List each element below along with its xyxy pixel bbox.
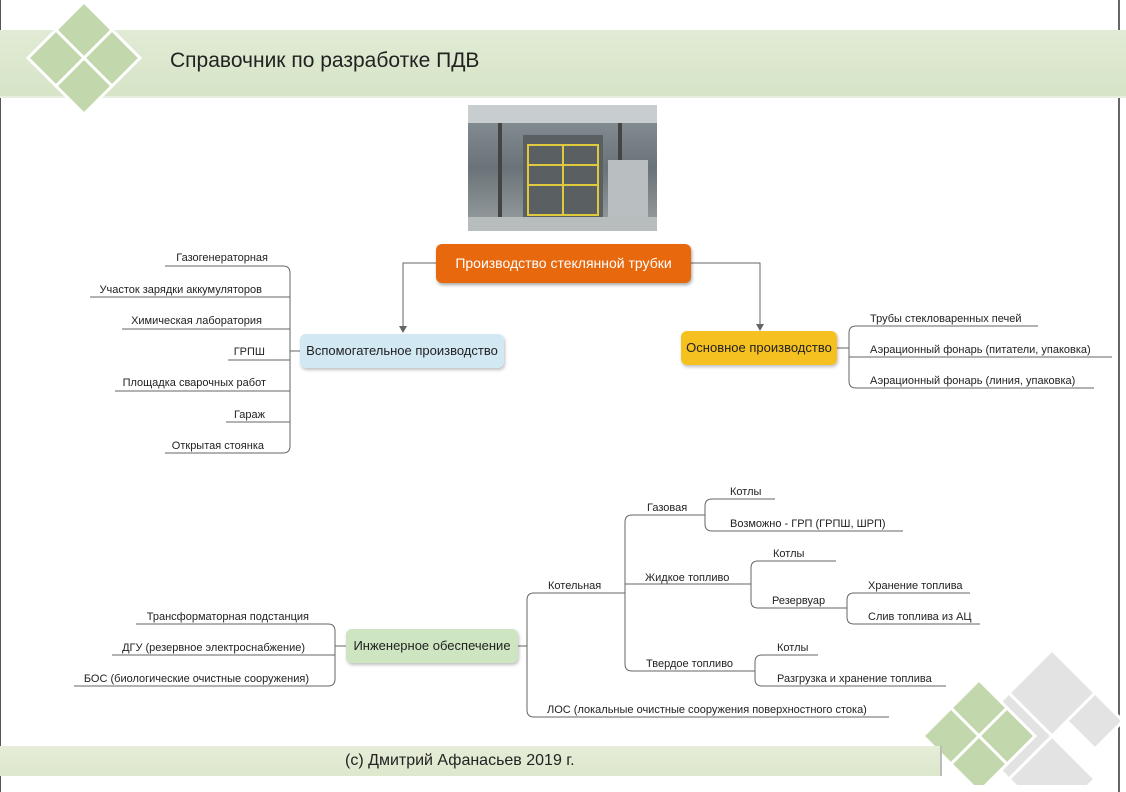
tank-leaf-unloading[interactable]: Слив топлива из АЦ: [868, 611, 972, 623]
aux-leaf-battery-charging[interactable]: Участок зарядки аккумуляторов: [99, 284, 262, 296]
main-production-node[interactable]: Основное производство: [681, 331, 837, 365]
footer-banner: [0, 746, 942, 776]
aux-leaf-grpsh[interactable]: ГРПШ: [233, 346, 265, 358]
title-diamond-logo: [25, 0, 143, 117]
aux-leaf-welding-area[interactable]: Площадка сварочных работ: [122, 377, 266, 389]
eng-leaf-dgu[interactable]: ДГУ (резервное электроснабжение): [122, 642, 305, 654]
frame-left-border: [0, 0, 1, 792]
eng-leaf-bos[interactable]: БОС (биологические очистные сооружения): [83, 673, 309, 685]
tank-node[interactable]: Резервуар: [772, 595, 826, 607]
tank-leaf-storage[interactable]: Хранение топлива: [868, 580, 963, 592]
footer-copyright: (с) Дмитрий Афанасьев 2019 г.: [345, 752, 575, 769]
main-leaf-aeration-feeders[interactable]: Аэрационный фонарь (питатели, упаковка): [870, 344, 1091, 356]
eng-leaf-transformer[interactable]: Трансформаторная подстанция: [146, 611, 309, 623]
los-leaf[interactable]: ЛОС (локальные очистные сооружения повер…: [547, 704, 867, 716]
main-leaf-aeration-line[interactable]: Аэрационный фонарь (линия, упаковка): [870, 375, 1076, 387]
aux-leaf-garage[interactable]: Гараж: [233, 409, 265, 421]
title-banner: [0, 30, 1126, 98]
solid-leaf-boilers[interactable]: Котлы: [777, 642, 809, 654]
gas-leaf-boilers[interactable]: Котлы: [730, 486, 762, 498]
corner-diamond-decoration: [925, 647, 1120, 785]
factory-photo: [468, 105, 657, 231]
root-node[interactable]: Производство стеклянной трубки: [436, 244, 691, 283]
frame-right-border: [1118, 0, 1120, 792]
gas-leaf-grp[interactable]: Возможно - ГРП (ГРПШ, ШРП): [730, 518, 886, 530]
page-title: Справочник по разработке ПДВ: [170, 49, 480, 72]
solid-fuel-node[interactable]: Твердое топливо: [646, 658, 734, 670]
solid-leaf-storage[interactable]: Разгрузка и хранение топлива: [777, 673, 932, 685]
auxiliary-production-node[interactable]: Вспомогательное производство: [300, 334, 504, 368]
liquid-leaf-boilers[interactable]: Котлы: [773, 548, 805, 560]
aux-leaf-chem-lab[interactable]: Химическая лаборатория: [131, 315, 262, 327]
main-leaf-furnace-pipes[interactable]: Трубы стекловаренных печей: [870, 313, 1022, 325]
aux-leaf-open-parking[interactable]: Открытая стоянка: [171, 440, 264, 452]
liquid-fuel-node[interactable]: Жидкое топливо: [645, 572, 730, 584]
gas-fuel-node[interactable]: Газовая: [647, 502, 688, 514]
engineering-support-node[interactable]: Инженерное обеспечение: [346, 629, 518, 663]
boiler-house-node[interactable]: Котельная: [548, 580, 602, 592]
aux-leaf-gas-generator[interactable]: Газогенераторная: [176, 252, 268, 264]
